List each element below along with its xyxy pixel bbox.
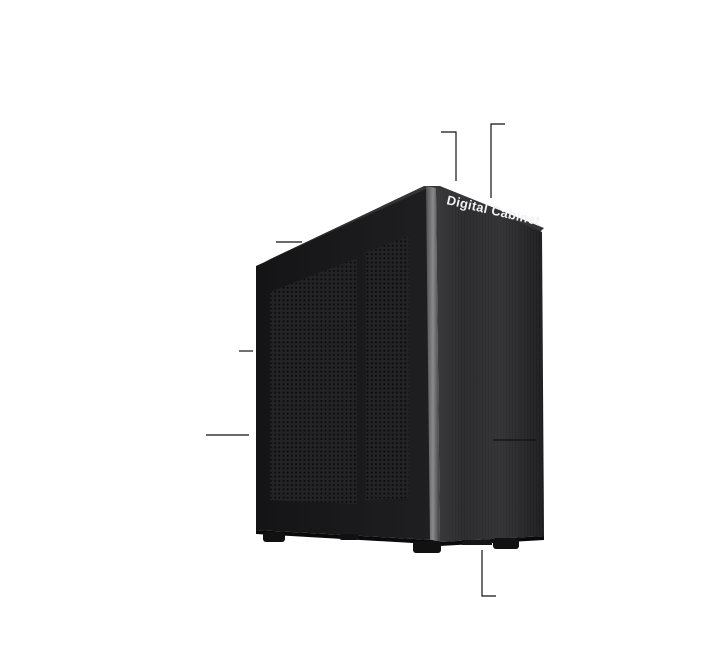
callout-lines [206, 123, 536, 597]
callout-line-top-right [490, 123, 505, 198]
case-foot [493, 538, 519, 549]
case-foot [263, 532, 285, 542]
side-mesh-right [366, 236, 409, 500]
front-brushed-texture [436, 188, 544, 542]
callout-line-top-left [441, 131, 457, 181]
callout-line-bottom [481, 550, 496, 597]
case-foot [413, 541, 441, 553]
case-front-edge [426, 186, 440, 542]
case-bottom-vent [462, 540, 492, 545]
side-mesh-left [270, 258, 357, 504]
case-foot [339, 534, 359, 540]
